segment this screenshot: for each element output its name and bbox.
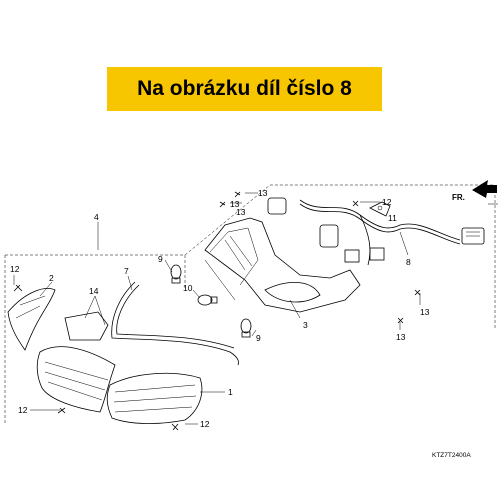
- callout-12-bottom-left: 12: [18, 405, 28, 415]
- assembly-frame: [4, 184, 496, 425]
- bracket-part-11[interactable]: [369, 201, 391, 217]
- lens-part-1[interactable]: [106, 372, 203, 424]
- callout-11: 11: [388, 213, 397, 223]
- callout-12-top-left: 12: [10, 264, 20, 274]
- bulb-part-10[interactable]: [197, 294, 218, 306]
- callout-9-lower: 9: [256, 333, 261, 343]
- callout-3: 4: [94, 212, 99, 222]
- callout-14: 14: [89, 286, 99, 296]
- callout-13-left: 13: [230, 199, 240, 209]
- callout-7: 7: [124, 266, 129, 276]
- wire-harness-part-8[interactable]: [267, 197, 485, 266]
- callout-1: 1: [228, 387, 233, 397]
- callout-8: 8: [406, 257, 411, 267]
- callout-13-center: 13: [236, 207, 246, 217]
- callout-12-right: 12: [382, 197, 392, 207]
- drawing-code: KTZ7T2400A: [432, 452, 471, 459]
- callout-4: 3: [303, 320, 308, 330]
- callout-10: 10: [183, 283, 193, 293]
- bulb-part-9-lower[interactable]: [240, 318, 252, 338]
- callout-13-bottom: 13: [396, 332, 406, 342]
- screws: [13, 191, 421, 431]
- callout-12-bottom: 12: [200, 419, 210, 429]
- gasket-part-7[interactable]: [111, 281, 239, 366]
- reflector-part-14[interactable]: [64, 311, 109, 341]
- callout-9-upper: 9: [158, 254, 163, 264]
- lamp-housing-part-4[interactable]: [204, 217, 361, 313]
- callout-13-right: 13: [420, 307, 430, 317]
- part-number-banner: Na obrázku díl číslo 8: [107, 67, 382, 111]
- direction-label: FR.: [452, 193, 465, 202]
- lens-part-2[interactable]: [7, 288, 56, 351]
- callout-13-top: 13: [258, 188, 268, 198]
- callout-2: 2: [49, 273, 54, 283]
- bulb-part-9-upper[interactable]: [170, 264, 182, 284]
- callout-numbers: 4 2 12 7 14 12 1 12 9 10 9 3 8 11 12 13 …: [10, 188, 430, 429]
- lens-left[interactable]: [36, 346, 116, 413]
- front-direction-arrow-icon: [472, 180, 497, 198]
- leader-lines: [13, 192, 498, 425]
- banner-text: Na obrázku díl číslo 8: [137, 77, 352, 100]
